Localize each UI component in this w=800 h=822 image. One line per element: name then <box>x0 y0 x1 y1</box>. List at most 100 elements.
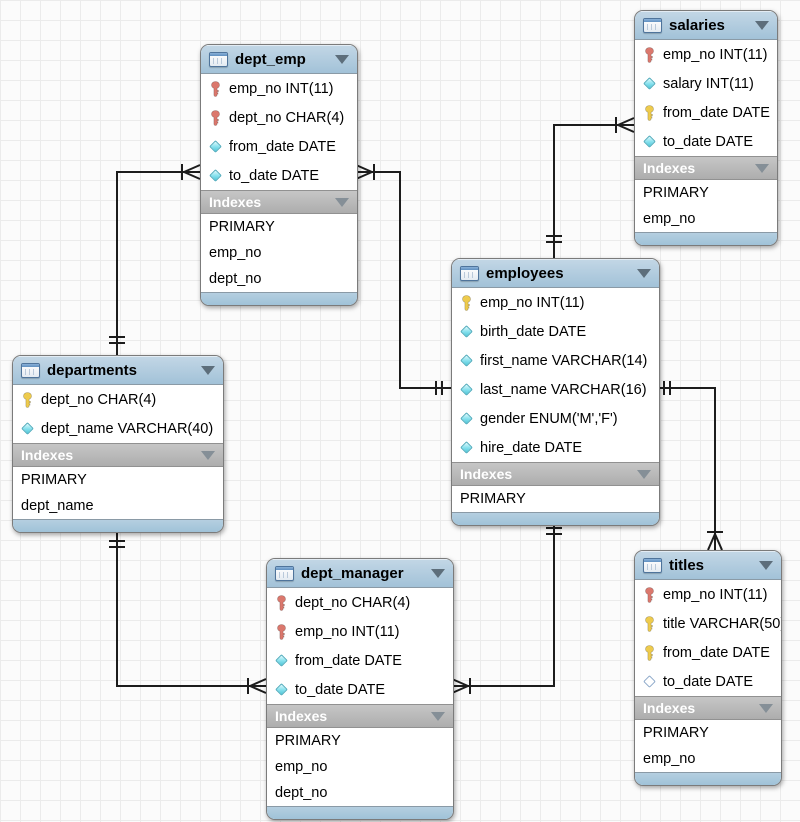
index-row[interactable]: PRIMARY <box>635 180 777 206</box>
table-dept_emp[interactable]: dept_emp emp_no INT(11) dept_no CHAR(4) … <box>200 44 358 306</box>
index-row[interactable]: emp_no <box>635 206 777 232</box>
column-row[interactable]: dept_no CHAR(4) <box>201 103 357 132</box>
red-key-icon <box>274 594 289 611</box>
table-footer <box>635 772 781 785</box>
column-label: title VARCHAR(50) <box>663 615 782 632</box>
yellow-key-icon <box>642 104 657 121</box>
column-label: from_date DATE <box>663 104 770 121</box>
column-label: emp_no INT(11) <box>663 586 768 603</box>
column-row[interactable]: from_date DATE <box>267 646 453 675</box>
column-row[interactable]: emp_no INT(11) <box>267 617 453 646</box>
table-dept_manager[interactable]: dept_manager dept_no CHAR(4) emp_no INT(… <box>266 558 454 820</box>
column-row[interactable]: gender ENUM('M','F') <box>452 404 659 433</box>
table-title: dept_emp <box>235 50 306 68</box>
relationship-employees-titles[interactable] <box>658 381 723 551</box>
column-row[interactable]: salary INT(11) <box>635 69 777 98</box>
table-salaries[interactable]: salaries emp_no INT(11) salary INT(11) f… <box>634 10 778 246</box>
red-key-icon <box>642 586 657 603</box>
collapse-arrow-icon[interactable] <box>431 568 445 578</box>
table-header-dept_manager[interactable]: dept_manager <box>267 559 453 588</box>
column-row[interactable]: dept_name VARCHAR(40) <box>13 414 223 443</box>
index-row[interactable]: PRIMARY <box>267 728 453 754</box>
table-header-salaries[interactable]: salaries <box>635 11 777 40</box>
index-row[interactable]: dept_no <box>267 780 453 806</box>
collapse-arrow-icon[interactable] <box>335 54 349 64</box>
column-label: to_date DATE <box>229 167 320 184</box>
column-row[interactable]: dept_no CHAR(4) <box>13 385 223 414</box>
indexes-section-header[interactable]: Indexes <box>635 696 781 720</box>
filled-diamond-icon <box>642 134 657 150</box>
indexes-section-header[interactable]: Indexes <box>635 156 777 180</box>
table-titles[interactable]: titles emp_no INT(11) title VARCHAR(50) … <box>634 550 782 786</box>
table-employees[interactable]: employees emp_no INT(11) birth_date DATE… <box>451 258 660 526</box>
column-label: emp_no INT(11) <box>295 623 400 640</box>
red-key-icon <box>642 46 657 63</box>
table-icon <box>275 565 294 581</box>
red-key-icon <box>208 80 223 97</box>
index-row[interactable]: emp_no <box>267 754 453 780</box>
column-row[interactable]: title VARCHAR(50) <box>635 609 781 638</box>
column-label: from_date DATE <box>663 644 770 661</box>
relationship-departments-dept_manager[interactable] <box>109 527 267 694</box>
table-header-employees[interactable]: employees <box>452 259 659 288</box>
column-row[interactable]: dept_no CHAR(4) <box>267 588 453 617</box>
column-row[interactable]: to_date DATE <box>635 667 781 696</box>
relationship-employees-dept_emp[interactable] <box>355 164 451 395</box>
column-row[interactable]: emp_no INT(11) <box>452 288 659 317</box>
column-label: dept_name VARCHAR(40) <box>41 420 214 437</box>
index-row[interactable]: PRIMARY <box>635 720 781 746</box>
relationship-departments-dept_emp[interactable] <box>109 164 201 356</box>
column-row[interactable]: to_date DATE <box>635 127 777 156</box>
column-row[interactable]: to_date DATE <box>201 161 357 190</box>
column-row[interactable]: from_date DATE <box>635 638 781 667</box>
indexes-section-header[interactable]: Indexes <box>267 704 453 728</box>
collapse-arrow-icon[interactable] <box>637 469 651 479</box>
table-header-titles[interactable]: titles <box>635 551 781 580</box>
column-row[interactable]: hire_date DATE <box>452 433 659 462</box>
collapse-arrow-icon[interactable] <box>755 20 769 30</box>
collapse-arrow-icon[interactable] <box>201 365 215 375</box>
column-row[interactable]: to_date DATE <box>267 675 453 704</box>
table-footer <box>452 512 659 525</box>
collapse-arrow-icon[interactable] <box>755 163 769 173</box>
column-row[interactable]: emp_no INT(11) <box>635 40 777 69</box>
column-row[interactable]: first_name VARCHAR(14) <box>452 346 659 375</box>
column-row[interactable]: last_name VARCHAR(16) <box>452 375 659 404</box>
column-row[interactable]: emp_no INT(11) <box>201 74 357 103</box>
collapse-arrow-icon[interactable] <box>637 268 651 278</box>
open-diamond-icon <box>642 674 657 690</box>
table-icon <box>21 362 40 378</box>
column-row[interactable]: birth_date DATE <box>452 317 659 346</box>
collapse-arrow-icon[interactable] <box>201 450 215 460</box>
table-icon <box>643 17 662 33</box>
filled-diamond-icon <box>208 139 223 155</box>
table-header-dept_emp[interactable]: dept_emp <box>201 45 357 74</box>
collapse-arrow-icon[interactable] <box>431 711 445 721</box>
index-row[interactable]: dept_no <box>201 266 357 292</box>
collapse-arrow-icon[interactable] <box>759 560 773 570</box>
index-row[interactable]: emp_no <box>635 746 781 772</box>
filled-diamond-icon <box>208 168 223 184</box>
relationship-employees-dept_manager[interactable] <box>451 520 562 694</box>
relationship-employees-salaries[interactable] <box>546 117 635 259</box>
indexes-section-header[interactable]: Indexes <box>452 462 659 486</box>
collapse-arrow-icon[interactable] <box>759 703 773 713</box>
index-row[interactable]: emp_no <box>201 240 357 266</box>
column-row[interactable]: from_date DATE <box>201 132 357 161</box>
index-row[interactable]: PRIMARY <box>13 467 223 493</box>
yellow-key-icon <box>459 294 474 311</box>
index-row[interactable]: PRIMARY <box>452 486 659 512</box>
index-row[interactable]: PRIMARY <box>201 214 357 240</box>
indexes-section-header[interactable]: Indexes <box>13 443 223 467</box>
collapse-arrow-icon[interactable] <box>335 197 349 207</box>
table-departments[interactable]: departments dept_no CHAR(4) dept_name VA… <box>12 355 224 533</box>
column-row[interactable]: from_date DATE <box>635 98 777 127</box>
indexes-section-header[interactable]: Indexes <box>201 190 357 214</box>
column-row[interactable]: emp_no INT(11) <box>635 580 781 609</box>
indexes-label: Indexes <box>460 466 513 482</box>
table-header-departments[interactable]: departments <box>13 356 223 385</box>
table-title: titles <box>669 556 705 574</box>
index-row[interactable]: dept_name <box>13 493 223 519</box>
